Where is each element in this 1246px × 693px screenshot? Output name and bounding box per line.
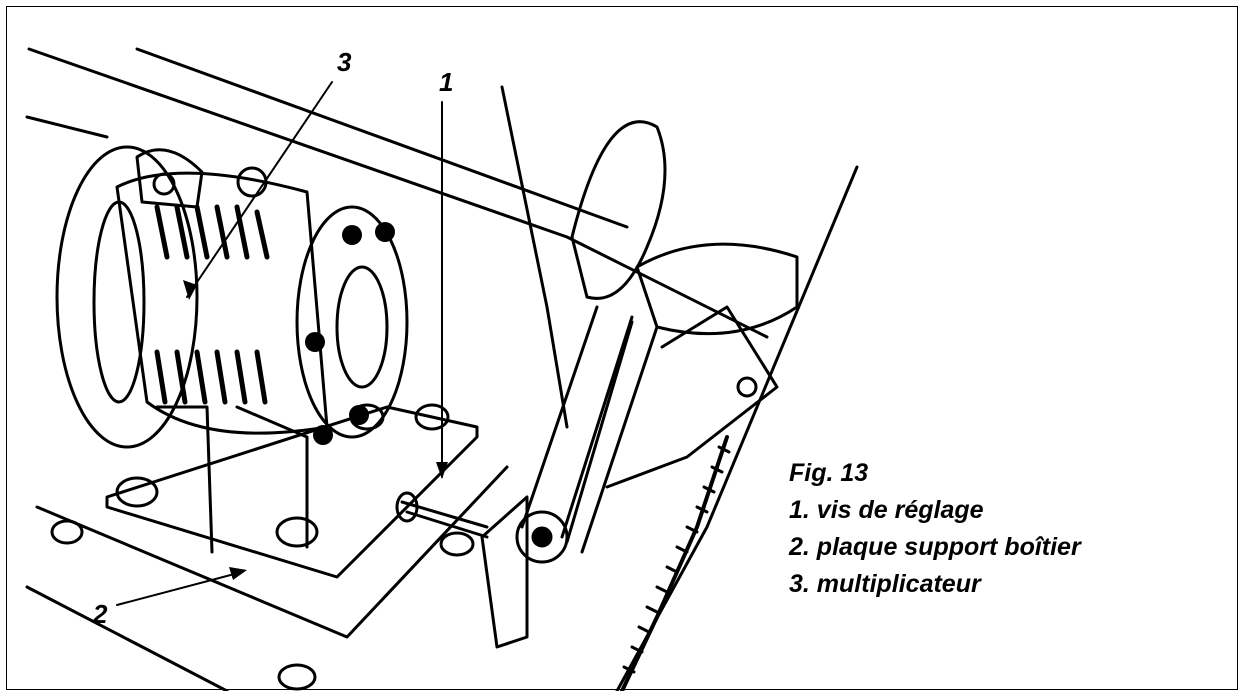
legend-item-3: 3. multiplicateur — [789, 570, 981, 598]
callout-2: 2 — [93, 599, 108, 629]
gearbox-output — [335, 265, 389, 389]
tension-arm — [605, 305, 779, 489]
machine-edge-mid — [500, 85, 569, 429]
callout-3: 3 — [337, 47, 352, 77]
arrowhead-2 — [229, 567, 247, 580]
support-plate-lower — [25, 585, 229, 691]
flange-bolts — [305, 222, 395, 445]
pulley-disc — [55, 145, 199, 449]
figure-frame: 3 1 2 Fig. 13 1. vis de réglage 2. plaqu… — [6, 6, 1238, 691]
base-bolts — [50, 403, 475, 691]
right-hand — [635, 242, 799, 336]
figure-legend: Fig. 13 1. vis de réglage 2. plaque supp… — [789, 455, 1081, 603]
leader-3 — [186, 81, 333, 298]
frame-beam-top-2 — [135, 47, 629, 229]
wrench-shaft — [520, 305, 634, 539]
arrowhead-1 — [436, 462, 448, 479]
screw-head — [395, 491, 419, 523]
arm-hole — [736, 376, 758, 398]
leader-2 — [116, 571, 243, 606]
legend-item-2: 2. plaque support boîtier — [789, 533, 1081, 561]
gearbox-flange — [295, 205, 409, 439]
lug-hole — [152, 172, 176, 196]
callout-1: 1 — [439, 67, 454, 97]
lifting-lug — [135, 148, 204, 209]
pulley-hub — [92, 200, 146, 404]
chain — [620, 435, 731, 691]
top-bolt — [236, 166, 268, 198]
frame-beam-left — [25, 115, 109, 139]
support-plate-outline — [35, 465, 509, 639]
left-hand — [570, 120, 667, 300]
bracket-plate — [480, 495, 529, 649]
figure-caption: Fig. 13 — [789, 459, 869, 487]
gearbox-pedestal — [155, 405, 309, 554]
second-wrench — [565, 320, 659, 554]
arrowhead-3 — [183, 280, 197, 300]
base-plate — [105, 405, 479, 579]
legend-item-1: 1. vis de réglage — [789, 496, 984, 524]
gearbox-illustration — [25, 47, 859, 691]
frame-beam-top — [27, 47, 769, 339]
cooling-fins — [154, 204, 270, 405]
wrench-ring-center — [531, 526, 553, 548]
